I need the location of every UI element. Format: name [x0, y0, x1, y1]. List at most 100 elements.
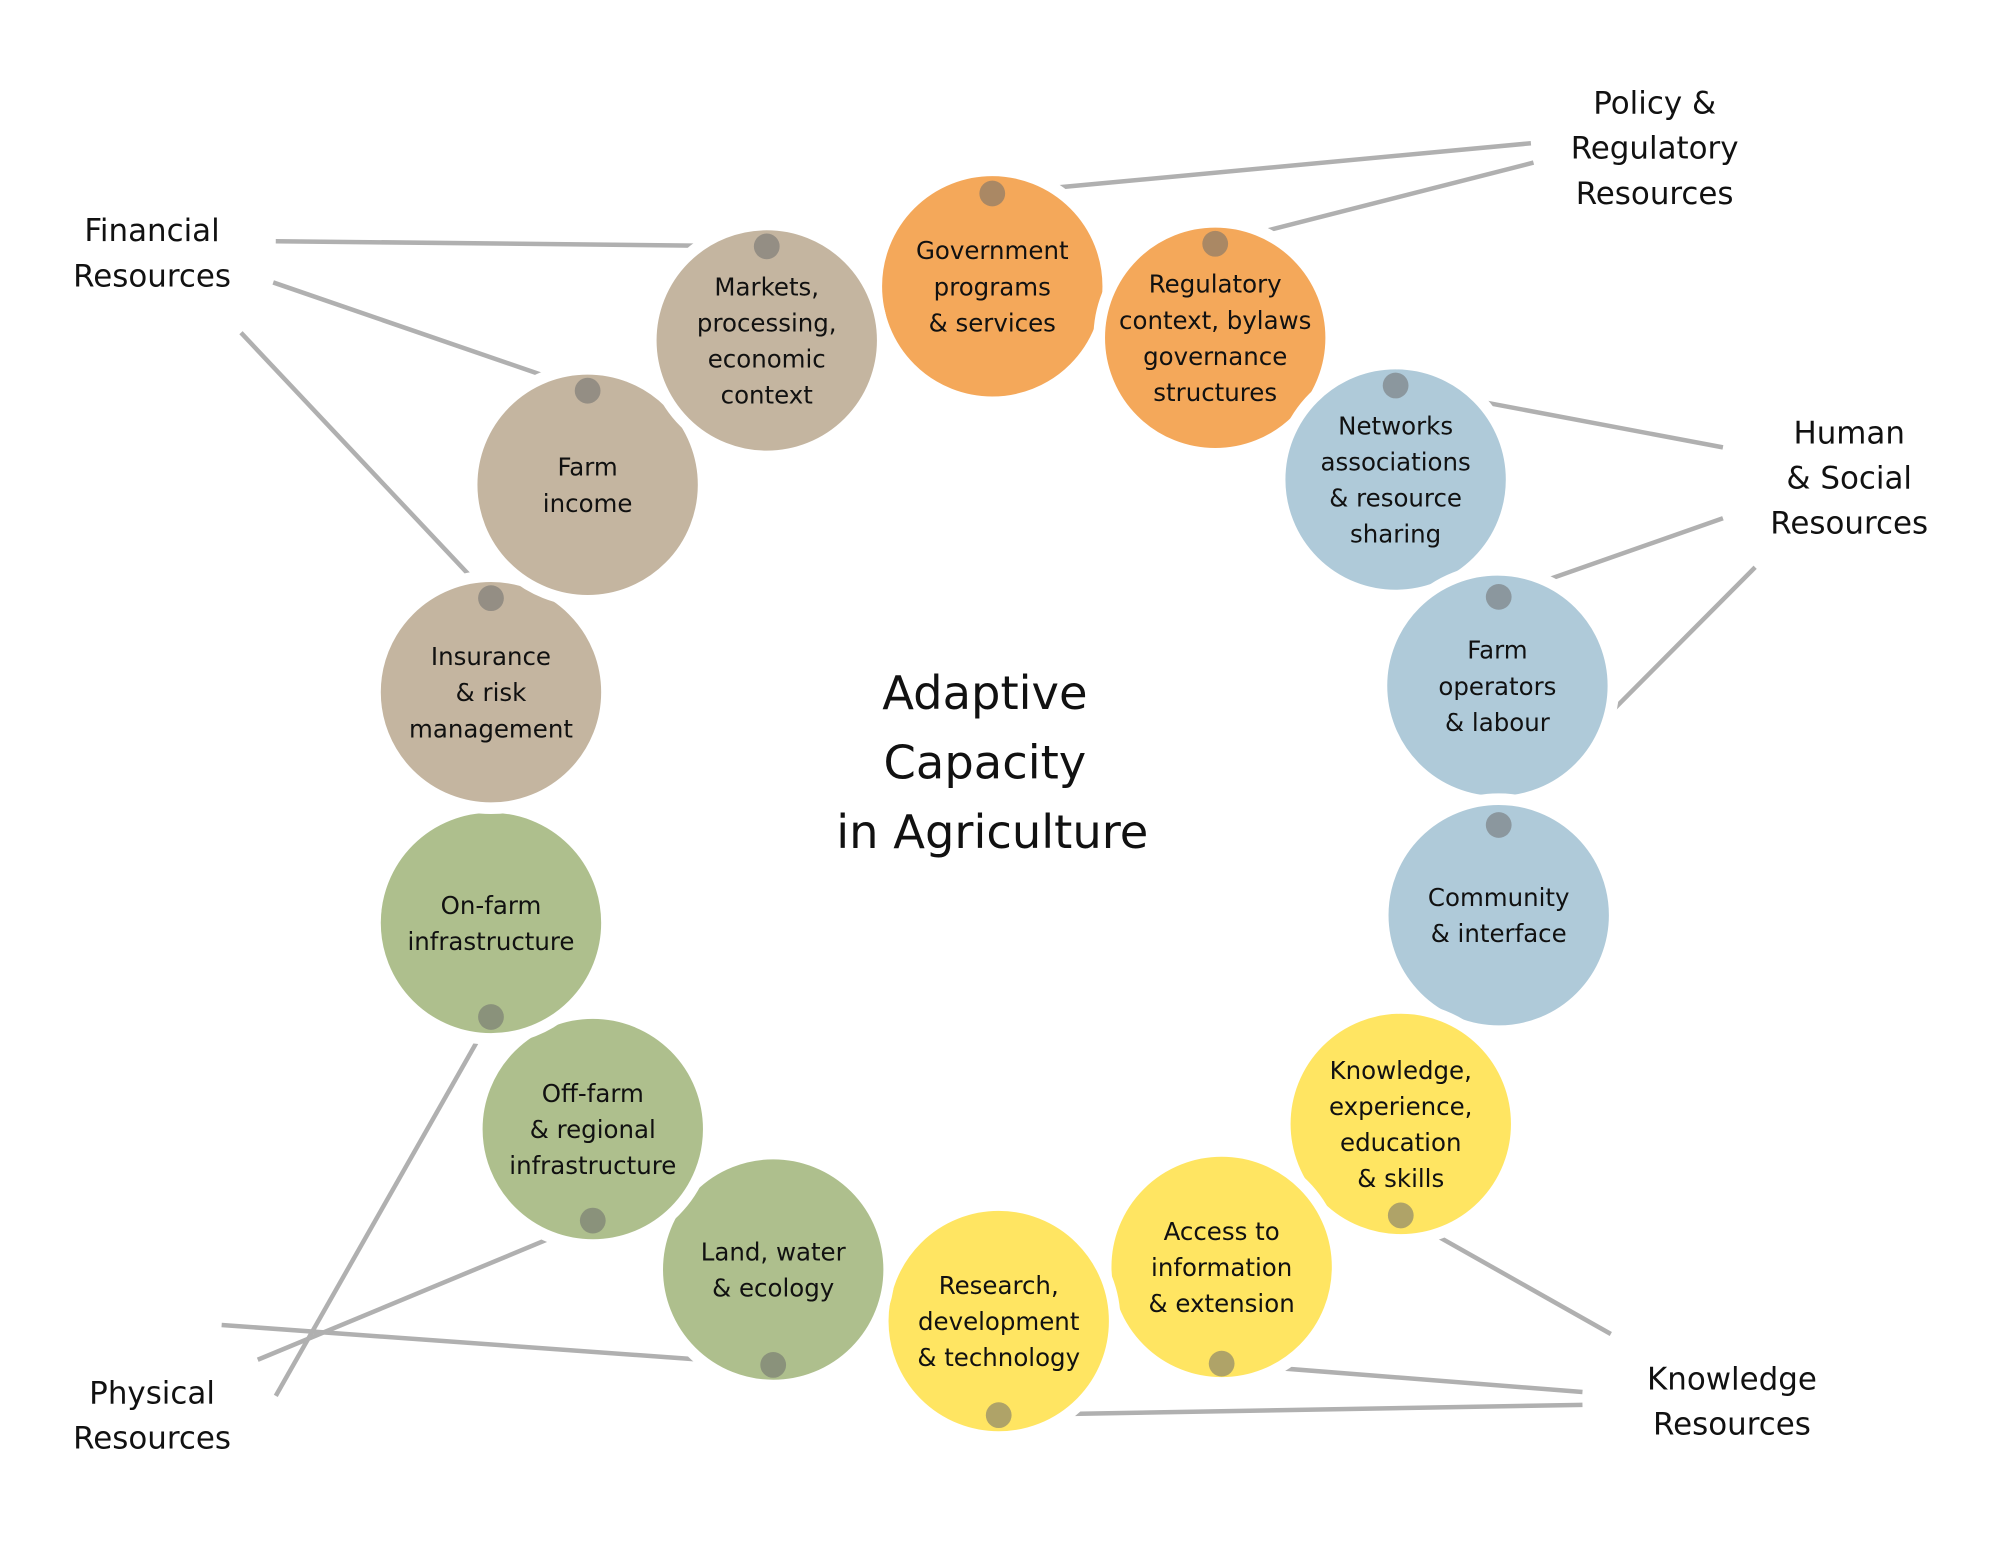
group-label-line: Regulatory: [1571, 131, 1739, 167]
resource-label-line: Research,: [939, 1271, 1059, 1300]
anchor-dot: [478, 1004, 504, 1030]
resource-node: [1273, 357, 1518, 602]
leader-lines: [221, 141, 1757, 1418]
resource-circle: [1273, 357, 1518, 602]
anchor-dot: [478, 585, 504, 612]
resource-label-line: Networks: [1338, 412, 1453, 441]
resource-label: Off-farm & regional infrastructure: [509, 1079, 676, 1180]
resource-label-line: On-farm: [441, 891, 542, 920]
anchor-dot: [1485, 812, 1512, 838]
anchor-dot: [753, 233, 780, 260]
leader-line: [256, 1218, 594, 1362]
resource-label-line: Farm: [557, 453, 617, 482]
resource-label-line: Insurance: [431, 642, 551, 671]
anchor-dot: [1208, 1350, 1235, 1377]
resource-label-line: governance: [1143, 342, 1287, 371]
anchor-dot: [1202, 230, 1229, 257]
resource-label-line: Access to: [1164, 1217, 1280, 1246]
resource-label-line: processing,: [697, 308, 837, 337]
resource-label-line: associations: [1320, 448, 1470, 477]
resource-label-line: sharing: [1350, 520, 1441, 549]
resource-label-line: income: [543, 489, 633, 518]
resource-circles: [369, 164, 1621, 1443]
resource-node: [644, 218, 889, 463]
anchor-dot: [985, 1402, 1012, 1429]
anchor-dot: [1485, 583, 1512, 610]
title-line: Capacity: [884, 736, 1087, 790]
resource-label: Access to information & extension: [1149, 1217, 1295, 1318]
resource-node: [1093, 216, 1337, 460]
resource-label-line: information: [1151, 1253, 1292, 1282]
resource-circle: [1376, 793, 1621, 1037]
anchor-dot: [979, 180, 1006, 207]
resource-circle: [369, 570, 613, 815]
center-title: Adaptive Capacity in Agriculture: [836, 666, 1148, 859]
resource-circle: [471, 1007, 715, 1251]
group-label-line: Resources: [73, 258, 231, 294]
leader-line: [273, 1015, 493, 1397]
resource-label-line: Knowledge,: [1330, 1056, 1472, 1085]
resource-circle: [651, 1147, 895, 1392]
resource-node: [369, 570, 613, 815]
group-label-line: Physical: [89, 1376, 215, 1412]
resource-label: Community& interface: [1428, 883, 1570, 948]
resource-label-line: infrastructure: [407, 927, 574, 956]
group-label-line: Financial: [84, 213, 219, 249]
resource-label-line: management: [409, 714, 573, 743]
resource-label-line: Markets,: [714, 272, 819, 301]
anchor-dot: [574, 377, 601, 404]
resource-label: Networks associations & resource sharing: [1320, 412, 1470, 549]
leader-line: [272, 280, 589, 393]
resource-label-line: & ecology: [712, 1274, 834, 1303]
title-line: in Agriculture: [836, 805, 1148, 859]
resource-label-line: infrastructure: [509, 1151, 676, 1180]
resource-label-line: Farm: [1467, 636, 1527, 665]
anchor-dot: [579, 1207, 606, 1234]
resource-circle: [465, 362, 710, 607]
resource-label: Insurance & risk management: [409, 642, 573, 743]
resource-label-line: experience,: [1329, 1092, 1472, 1121]
resource-label-line: Land, water: [701, 1238, 847, 1267]
anchor-dot: [1387, 1202, 1414, 1229]
resource-circle: [644, 218, 889, 463]
resource-circle: [1093, 216, 1337, 460]
resource-circle: [1278, 1002, 1523, 1246]
group-label-line: Human: [1793, 416, 1904, 452]
group-label-line: Resources: [1653, 1407, 1811, 1443]
resource-label-line: Community: [1428, 883, 1570, 912]
resource-label-line: & regional: [530, 1115, 656, 1144]
resource-label-line: context, bylaws: [1119, 306, 1311, 335]
group-label-line: & Social: [1786, 461, 1912, 497]
resource-label-line: & resource: [1329, 484, 1462, 513]
resource-label-line: context: [721, 381, 814, 410]
resource-label-line: Off-farm: [542, 1079, 644, 1108]
resource-label-line: education: [1340, 1128, 1461, 1157]
group-label-line: Policy &: [1593, 86, 1716, 122]
title-line: Adaptive: [882, 666, 1087, 720]
resource-label-line: & services: [929, 308, 1056, 337]
resource-label-line: Regulatory: [1149, 270, 1282, 299]
resource-node: [651, 1147, 895, 1392]
resource-node: [471, 1007, 715, 1251]
resource-label-line: & extension: [1149, 1289, 1295, 1318]
resource-label-line: programs: [934, 272, 1051, 301]
leader-line: [992, 141, 1532, 196]
leader-line: [239, 331, 493, 600]
anchor-dot: [760, 1352, 787, 1378]
group-label-line: Knowledge: [1647, 1361, 1817, 1397]
resource-label: Land, water & ecology: [701, 1238, 847, 1303]
resource-label-line: & risk: [456, 678, 527, 707]
resource-label: On-farm infrastructure: [407, 891, 574, 956]
